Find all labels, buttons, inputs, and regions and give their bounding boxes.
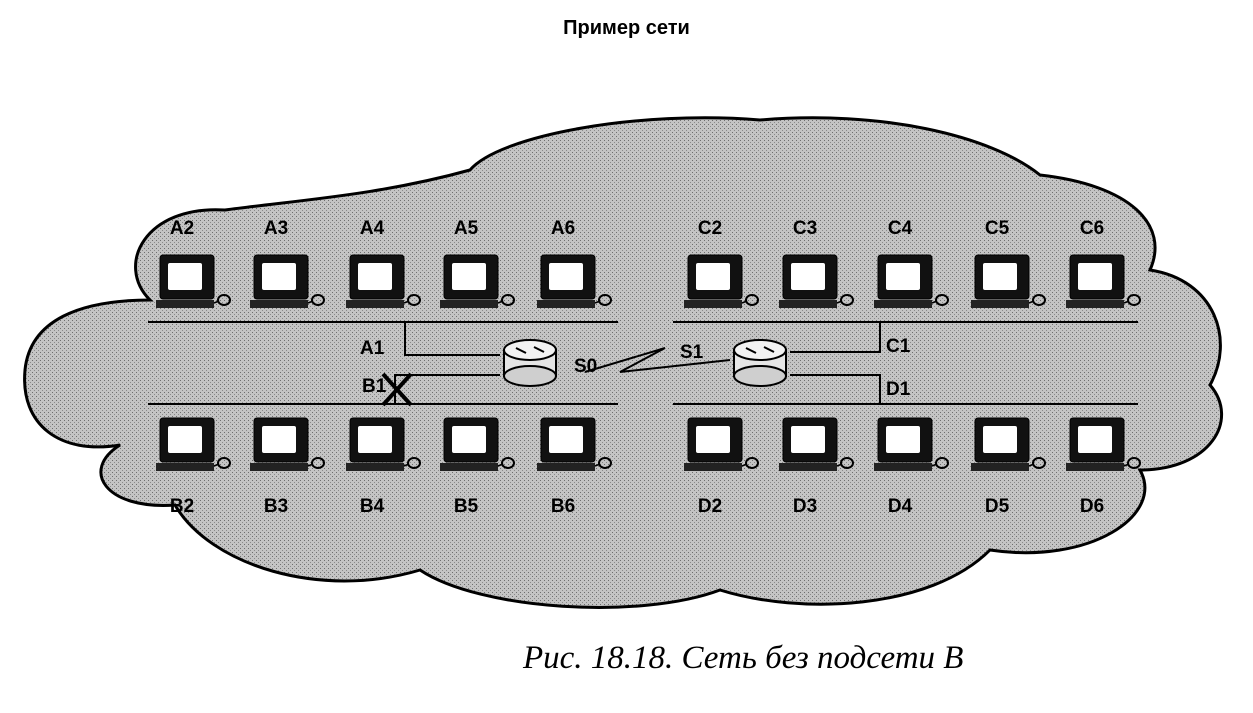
- link-d1: [790, 374, 881, 404]
- computer-icon: [537, 254, 612, 308]
- port-label-b1: B1: [362, 376, 387, 397]
- link-serial: [584, 347, 731, 373]
- computer-icon: [684, 417, 759, 471]
- computer-icon: [684, 254, 759, 308]
- diagram-title: Пример сети: [563, 17, 690, 39]
- computer-icon: [440, 254, 515, 308]
- port-label-a1: A1: [360, 338, 385, 359]
- host-label: B3: [264, 496, 288, 517]
- host-label: B5: [454, 496, 479, 517]
- host-label: C4: [888, 218, 913, 239]
- computer-icon: [779, 254, 854, 308]
- port-label-s0: S0: [574, 356, 597, 377]
- host-label: B6: [551, 496, 575, 517]
- host-label: B2: [170, 496, 194, 517]
- routers-layer: [503, 339, 787, 387]
- host-label: A4: [360, 218, 385, 239]
- computer-icon: [779, 417, 854, 471]
- computer-icon: [250, 254, 325, 308]
- router-left-icon: [503, 339, 557, 387]
- computer-icon: [971, 417, 1046, 471]
- host-label: B4: [360, 496, 385, 517]
- host-label: D4: [888, 496, 913, 517]
- computer-icon: [250, 417, 325, 471]
- computer-icon: [346, 254, 421, 308]
- computer-icon: [1066, 254, 1141, 308]
- host-label: D2: [698, 496, 722, 517]
- host-label: A5: [454, 218, 479, 239]
- broken-link-marker: [381, 372, 413, 407]
- port-label-d1: D1: [886, 379, 911, 400]
- figure-caption: Рис. 18.18. Сеть без подсети B: [523, 640, 964, 676]
- link-c1: [790, 322, 881, 353]
- host-label: C2: [698, 218, 722, 239]
- host-label: A3: [264, 218, 288, 239]
- router-right-icon: [733, 339, 787, 387]
- host-label: A6: [551, 218, 575, 239]
- computer-icon: [874, 254, 949, 308]
- computer-icon: [537, 417, 612, 471]
- computer-icon: [971, 254, 1046, 308]
- port-label-s1: S1: [680, 342, 704, 363]
- hosts-layer: [156, 254, 1141, 471]
- host-label: C6: [1080, 218, 1104, 239]
- computer-icon: [156, 417, 231, 471]
- network-cloud: [23, 116, 1223, 609]
- computer-icon: [1066, 417, 1141, 471]
- computer-icon: [874, 417, 949, 471]
- host-label: D5: [985, 496, 1010, 517]
- computer-icon: [156, 254, 231, 308]
- host-label: A2: [170, 218, 194, 239]
- port-label-c1: C1: [886, 336, 911, 357]
- computer-icon: [440, 417, 515, 471]
- host-label: D6: [1080, 496, 1104, 517]
- host-label: C5: [985, 218, 1010, 239]
- computer-icon: [346, 417, 421, 471]
- host-label: C3: [793, 218, 817, 239]
- link-a1: [404, 322, 500, 356]
- host-label: D3: [793, 496, 817, 517]
